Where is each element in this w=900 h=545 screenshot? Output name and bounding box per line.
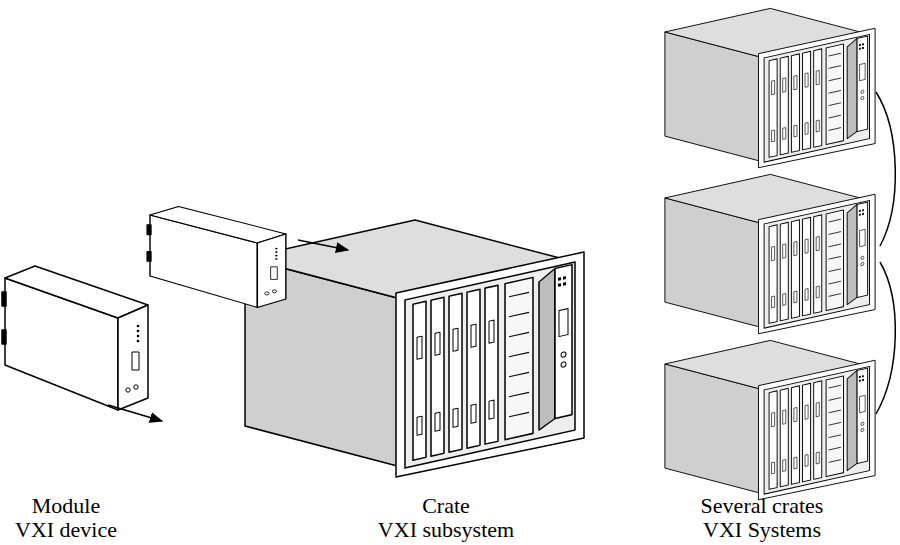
interconnect-cable [876, 92, 895, 246]
caption-line: Crate [422, 494, 470, 518]
vxi-crate [665, 340, 875, 499]
caption-line: VXI Systems [703, 518, 821, 542]
interconnect-cable [876, 262, 895, 414]
caption-line: Several crates [701, 494, 824, 518]
caption-line: VXI subsystem [378, 518, 514, 542]
vxi-module [2, 266, 148, 410]
vxi-crate [665, 174, 875, 333]
caption-line: Module [32, 494, 100, 518]
insert-arrow [108, 405, 162, 421]
insert-arrow [298, 240, 348, 250]
vxi-crate [245, 220, 584, 477]
caption-line: VXI device [15, 518, 117, 542]
vxi-crate [665, 8, 875, 167]
vxi-module [147, 207, 286, 308]
